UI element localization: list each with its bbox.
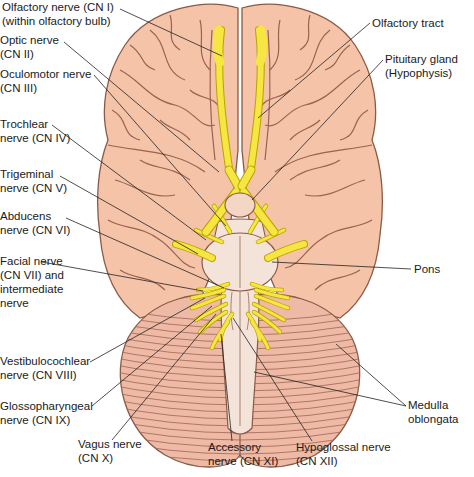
structure-label: Optic nerve (CN II) bbox=[0, 33, 70, 61]
structure-label: Pons bbox=[414, 262, 470, 276]
illustration-part bbox=[52, 125, 206, 240]
structure-label: Trigeminal nerve (CN V) bbox=[0, 167, 76, 195]
gyri-lines bbox=[108, 15, 220, 290]
illustration-part bbox=[64, 42, 219, 172]
illustration-part bbox=[233, 318, 312, 441]
basilar-groove bbox=[240, 236, 241, 288]
illustration-part bbox=[120, 9, 222, 56]
illustration-part bbox=[272, 262, 411, 269]
structure-label: Oculomotor nerve (CN III) bbox=[0, 67, 96, 95]
illustration-part bbox=[336, 344, 406, 406]
illustration-part bbox=[258, 23, 370, 118]
gyri-lines bbox=[260, 15, 372, 290]
illustration-part bbox=[221, 334, 232, 441]
illustration-part bbox=[90, 298, 205, 362]
structure-label: Vestibulocochlear nerve (CN VIII) bbox=[0, 354, 94, 382]
structure-label: Glossopharyngeal nerve (CN IX) bbox=[0, 399, 98, 427]
illustration-part bbox=[66, 218, 224, 288]
structure-label: Hypoglossal nerve (CN XII) bbox=[296, 440, 398, 468]
leader-lines bbox=[42, 9, 411, 441]
structure-label: Olfactory nerve (CN I) (within olfactory… bbox=[2, 0, 134, 28]
illustration-part bbox=[112, 314, 216, 440]
structure-label: Abducens nerve (CN VI) bbox=[0, 209, 76, 237]
illustration-part bbox=[254, 372, 406, 406]
illustration-part bbox=[94, 75, 226, 226]
structure-label: Trochlear nerve (CN IV) bbox=[0, 117, 76, 145]
illustration-part bbox=[252, 60, 383, 200]
cranial-nerves bbox=[176, 30, 238, 348]
structure-label: Olfactory tract bbox=[372, 16, 474, 30]
illustration-part bbox=[42, 262, 203, 291]
pons bbox=[202, 233, 278, 291]
structure-label: Pituitary gland (Hypophysis) bbox=[385, 52, 473, 80]
structure-label: Facial nerve (CN VII) and intermediate n… bbox=[0, 254, 72, 310]
cranial-nerves bbox=[242, 30, 304, 348]
pituitary-gland bbox=[225, 193, 255, 217]
illustration-part bbox=[60, 176, 198, 254]
structure-label: Medulla oblongata bbox=[408, 398, 472, 426]
medulla-fissure bbox=[231, 290, 249, 426]
structure-label: Vagus nerve (CN X) bbox=[78, 437, 148, 465]
structure-label: Accessory nerve (CN XI) bbox=[208, 440, 284, 468]
